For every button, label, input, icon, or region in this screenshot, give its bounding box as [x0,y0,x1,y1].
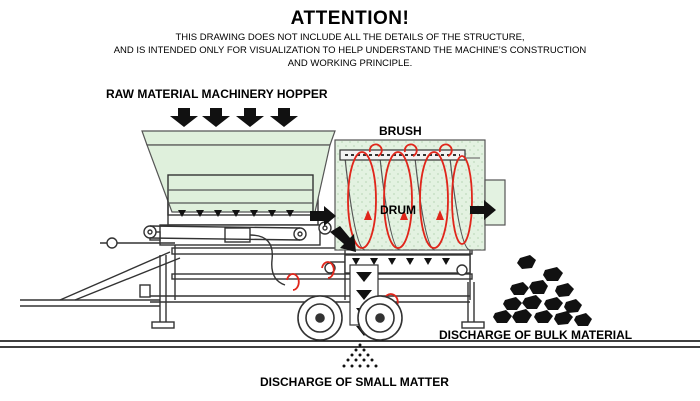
bulk-discharge-label: DISCHARGE OF BULK MATERIAL [439,328,633,342]
wheels [297,295,403,341]
small-matter-pile [342,343,378,368]
hopper-label: RAW MATERIAL MACHINERY HOPPER [106,87,328,101]
ground-lines [0,340,700,348]
small-discharge-label: DISCHARGE OF SMALL MATTER [260,375,449,389]
conveyor-arrows [178,210,450,265]
flow-arrows [310,200,496,252]
notice-line-2: AND IS INTENDED ONLY FOR VISUALIZATION T… [113,45,587,56]
hopper [141,130,336,216]
red-flow-loops [286,143,473,311]
bulk-material-pile [493,255,592,326]
hopper-input-arrows [170,108,298,127]
trailer-chassis [20,251,485,329]
attention-title: ATTENTION! [290,8,410,29]
drum-label: DRUM [380,203,416,217]
brush-label: BRUSH [379,124,422,138]
notice-line-1: THIS DRAWING DOES NOT INCLUDE ALL THE DE… [175,32,525,43]
notice-line-3: AND WORKING PRINCIPLE. [287,58,413,69]
